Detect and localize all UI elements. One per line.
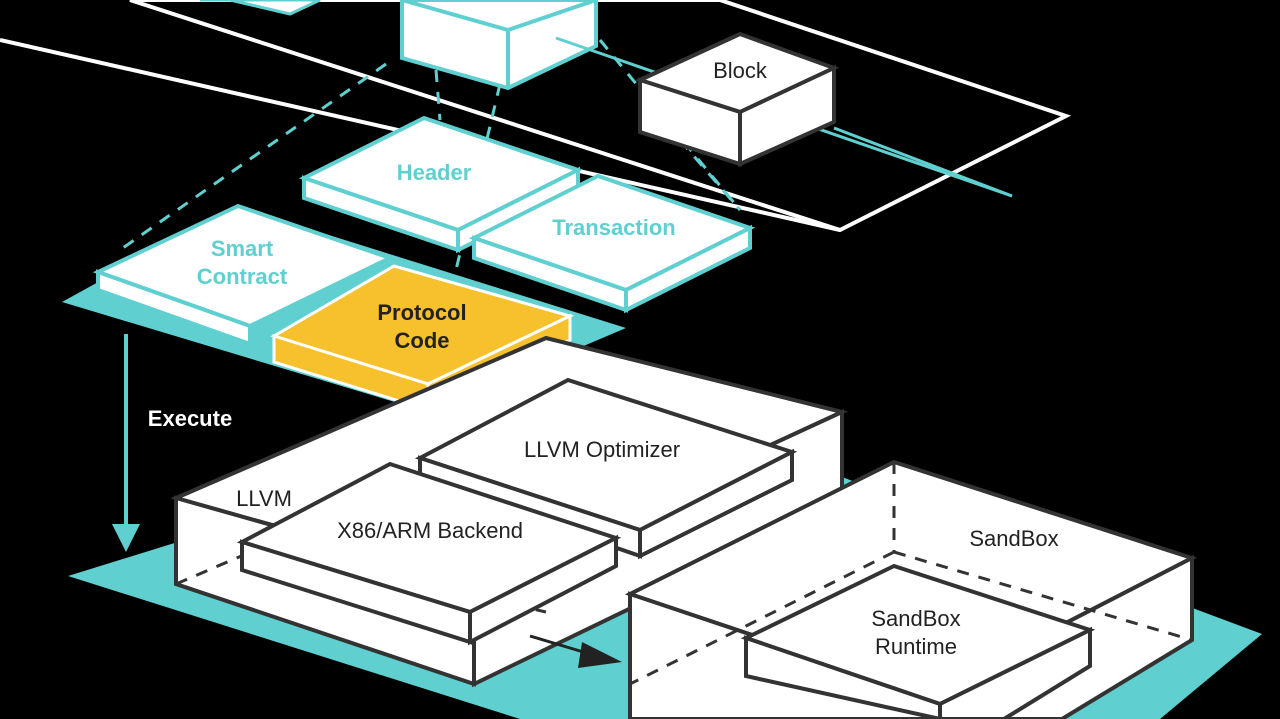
execute-label: Execute (148, 406, 232, 431)
block-box (634, 31, 840, 168)
connector-line-lower (833, 126, 1013, 198)
sandbox-runtime-slab (740, 563, 1096, 719)
smart-contract-label-line2: Contract (197, 264, 288, 289)
sandbox-label: SandBox (969, 526, 1058, 551)
llvm-optimizer-label: LLVM Optimizer (524, 437, 680, 462)
protocol-code-label-line2: Code (395, 328, 450, 353)
sandbox-runtime-label-line2: Runtime (875, 634, 957, 659)
llvm-label: LLVM (236, 486, 292, 511)
smart-contract-slab (92, 203, 396, 347)
backend-slab (236, 461, 622, 646)
protocol-code-label-line1: Protocol (377, 300, 466, 325)
top-block-box (400, 0, 598, 91)
chain-plane-outline (129, 0, 1072, 233)
block-label: Block (713, 58, 768, 83)
transaction-slab (468, 173, 756, 314)
transaction-label: Transaction (552, 215, 675, 240)
prev-block-box (200, 0, 321, 16)
header-label: Header (397, 160, 472, 185)
execute-arrow (112, 334, 140, 552)
sandbox-runtime-label-line1: SandBox (871, 606, 960, 631)
backend-label: X86/ARM Backend (337, 518, 523, 543)
flow-arrow (529, 634, 622, 668)
smart-contract-label-line1: Smart (211, 236, 274, 261)
